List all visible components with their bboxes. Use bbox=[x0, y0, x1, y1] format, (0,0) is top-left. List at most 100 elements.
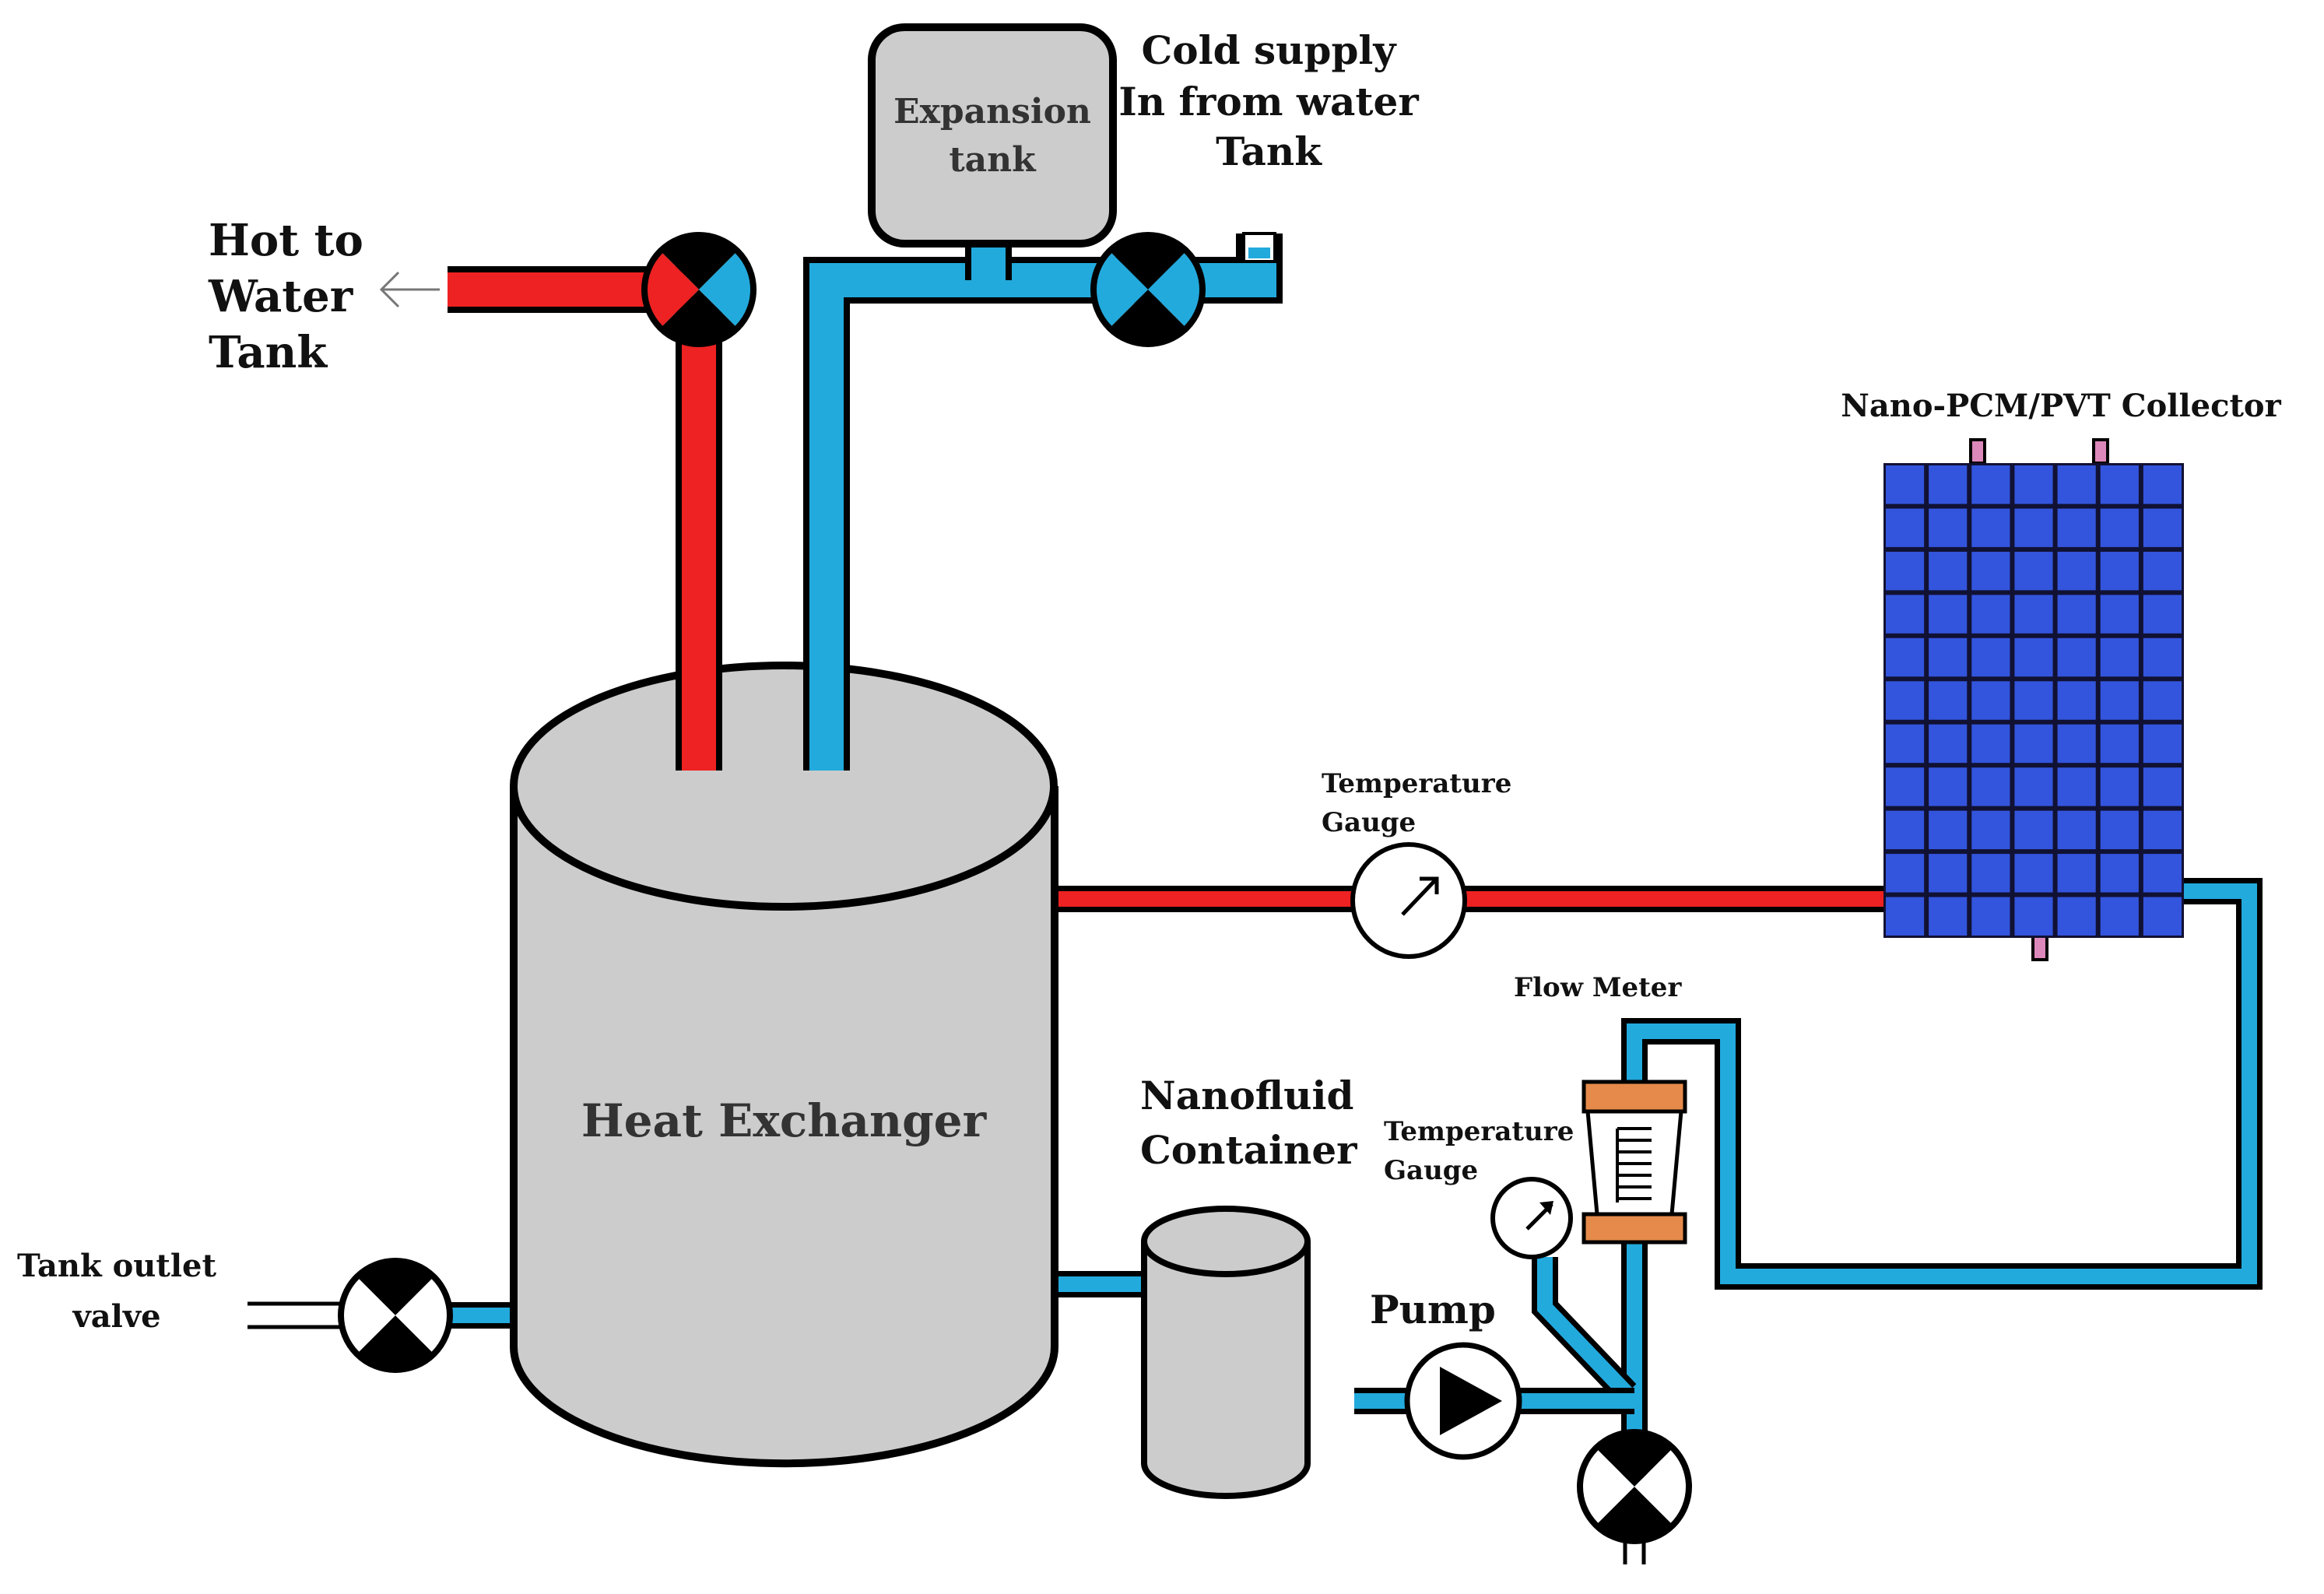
collector-cell bbox=[1886, 854, 1925, 893]
dial-gauge-icon bbox=[1490, 1177, 1573, 1259]
collector-cell bbox=[1971, 595, 2010, 634]
heat-exchanger: Heat Exchanger bbox=[510, 467, 1058, 1468]
collector-cell bbox=[1971, 465, 2010, 504]
collector-cell bbox=[2057, 767, 2096, 806]
collector-cell bbox=[1971, 508, 2010, 547]
collector-port-left bbox=[1969, 438, 1986, 465]
hot-to-tank-label-line3: Tank bbox=[209, 327, 328, 378]
tank-outlet-lines bbox=[247, 1301, 342, 1329]
tank-outlet-label-line1: Tank outlet bbox=[17, 1248, 216, 1284]
collector-cell bbox=[2100, 595, 2139, 634]
collector-cell bbox=[1886, 724, 1925, 764]
collector-cell bbox=[2100, 767, 2139, 806]
pump-triangle-icon[interactable] bbox=[1404, 1342, 1522, 1460]
collector-cell bbox=[1886, 810, 1925, 850]
collector-cell bbox=[1886, 767, 1925, 806]
collector-cell bbox=[2014, 724, 2053, 764]
collector-cell bbox=[2057, 508, 2096, 547]
collector-cell bbox=[2014, 854, 2053, 893]
collector-cell bbox=[1886, 897, 1925, 936]
nanofluid-container-label-line1: Nanofluid bbox=[1140, 1073, 1353, 1118]
flow-meter-scale bbox=[1616, 1127, 1652, 1203]
dial-gauge-icon bbox=[1350, 842, 1467, 959]
collector-cell bbox=[2014, 767, 2053, 806]
collector-cell bbox=[2100, 854, 2139, 893]
collector-label: Nano-PCM/PVT Collector bbox=[1841, 388, 2281, 424]
temp-gauge-top-label-line1: Temperature bbox=[1322, 768, 1511, 799]
collector-cell bbox=[2143, 508, 2182, 547]
heat-exchanger-label: Heat Exchanger bbox=[581, 1094, 988, 1147]
expansion-tank-label-line1: Expansion bbox=[893, 92, 1091, 132]
arrow-left-icon bbox=[379, 271, 440, 308]
cold-inlet-water bbox=[1248, 248, 1270, 258]
collector-cell bbox=[2143, 767, 2182, 806]
collector-cell bbox=[2014, 897, 2053, 936]
nanofluid-container-label-line2: Container bbox=[1140, 1127, 1357, 1173]
collector-cell bbox=[2014, 810, 2053, 850]
collector-cell bbox=[2143, 724, 2182, 764]
collector-cell bbox=[1971, 637, 2010, 677]
collector-cell bbox=[2057, 681, 2096, 720]
valve-cold-supply[interactable] bbox=[1090, 232, 1206, 347]
collector-cell bbox=[2057, 637, 2096, 677]
collector-cell bbox=[1929, 681, 1968, 720]
cold-supply-label-line2: In from water bbox=[1118, 79, 1419, 125]
collector-cell bbox=[1929, 465, 1968, 504]
collector-cell bbox=[2057, 854, 2096, 893]
collector-cell bbox=[2057, 724, 2096, 764]
collector-cell bbox=[1971, 854, 2010, 893]
collector-cell bbox=[2143, 681, 2182, 720]
valve-hot-outlet[interactable] bbox=[641, 232, 757, 347]
collector-cell bbox=[1971, 724, 2010, 764]
collector-cell bbox=[1929, 637, 1968, 677]
collector-cell bbox=[2014, 595, 2053, 634]
collector-cell bbox=[2143, 551, 2182, 591]
collector-cell bbox=[2057, 897, 2096, 936]
flow-meter-label: Flow Meter bbox=[1514, 972, 1682, 1003]
expansion-tank: Expansion tank bbox=[868, 23, 1117, 248]
collector-cell bbox=[1971, 810, 2010, 850]
collector-panel-grid bbox=[1883, 463, 2184, 938]
collector-cell bbox=[2014, 551, 2053, 591]
collector-cell bbox=[2100, 810, 2139, 850]
collector-cold-loop-core bbox=[1627, 883, 2257, 1284]
valve-tank-outlet[interactable] bbox=[338, 1258, 453, 1373]
collector-cell bbox=[1886, 465, 1925, 504]
hot-to-tank-label-line2: Water bbox=[208, 271, 354, 322]
collector-cell bbox=[2057, 595, 2096, 634]
expansion-tank-box bbox=[868, 23, 1117, 248]
collector-cell bbox=[2014, 681, 2053, 720]
collector-cell bbox=[2100, 508, 2139, 547]
heat-exchanger-top bbox=[510, 662, 1058, 911]
gauge-branch-pipe-core bbox=[1537, 1257, 1633, 1399]
nanofluid-container bbox=[1141, 1206, 1311, 1499]
collector-cell bbox=[2143, 595, 2182, 634]
collector-cell bbox=[2014, 465, 2053, 504]
temp-gauge-bottom-label-line1: Temperature bbox=[1384, 1116, 1574, 1147]
heat-exchanger-body bbox=[510, 786, 1058, 1468]
collector-cell bbox=[2143, 637, 2182, 677]
collector-cell bbox=[1929, 767, 1968, 806]
container-top bbox=[1141, 1206, 1311, 1277]
collector-cell bbox=[1886, 637, 1925, 677]
collector-cell bbox=[2014, 637, 2053, 677]
collector-cell bbox=[2143, 854, 2182, 893]
temp-gauge-bottom-label-line2: Gauge bbox=[1384, 1155, 1478, 1186]
collector-cell bbox=[2100, 637, 2139, 677]
collector-cell bbox=[2100, 465, 2139, 504]
collector-cell bbox=[1929, 508, 1968, 547]
collector-cell bbox=[1971, 897, 2010, 936]
container-body bbox=[1141, 1241, 1311, 1499]
collector-cell bbox=[2100, 551, 2139, 591]
cold-supply-label-line3: Tank bbox=[1216, 128, 1322, 174]
collector-cell bbox=[1971, 681, 2010, 720]
collector-cell bbox=[1929, 595, 1968, 634]
collector-cell bbox=[1929, 551, 1968, 591]
pvt-collector bbox=[1883, 438, 2184, 961]
valve-drain[interactable] bbox=[1577, 1429, 1692, 1544]
expansion-tank-label-line2: tank bbox=[949, 140, 1037, 180]
collector-cell bbox=[1929, 854, 1968, 893]
collector-cell bbox=[1929, 897, 1968, 936]
temp-gauge-top-label-line2: Gauge bbox=[1322, 807, 1416, 838]
collector-cell bbox=[2143, 465, 2182, 504]
